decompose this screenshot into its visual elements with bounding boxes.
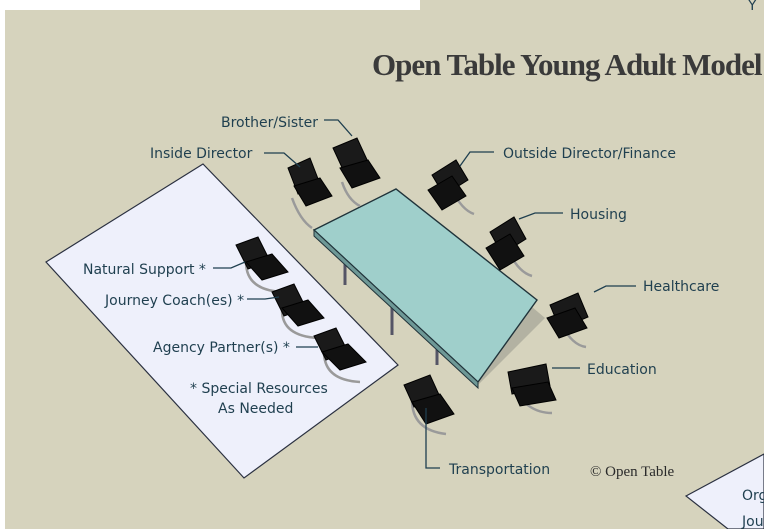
- chair-journey-coach: [271, 283, 325, 340]
- chair-brother-sister: [332, 137, 381, 208]
- secondary-panel-line2: Jou: [741, 514, 764, 529]
- chair-agency-partner: [313, 327, 367, 384]
- label-outside-director: Outside Director/Finance: [503, 146, 676, 162]
- label-inside-director: Inside Director: [150, 146, 253, 162]
- label-healthcare: Healthcare: [643, 279, 719, 295]
- label-journey-coach: Journey Coach(es) *: [104, 293, 244, 309]
- chair-healthcare: [546, 292, 589, 349]
- secondary-panel-line1: Org: [742, 488, 764, 504]
- support-panel: [45, 163, 399, 479]
- chair-housing: [485, 216, 533, 278]
- label-brother-sister: Brother/Sister: [221, 115, 318, 131]
- label-education: Education: [587, 362, 657, 378]
- label-agency-partner: Agency Partner(s) *: [153, 340, 290, 356]
- diagram-title: Open Table Young Adult Model: [372, 47, 763, 82]
- corner-top-right-text: Y: [747, 0, 757, 14]
- background-top-strip: [420, 0, 764, 10]
- label-special-resources-line1: * Special Resources: [190, 381, 328, 397]
- chair-transportation: [403, 374, 455, 436]
- label-special-resources-line2: As Needed: [218, 401, 293, 417]
- chair-education: [507, 363, 557, 415]
- chair-natural-support: [235, 236, 289, 294]
- secondary-panel: [684, 453, 764, 529]
- label-natural-support: Natural Support *: [83, 262, 206, 278]
- copyright-notice: © Open Table: [590, 464, 675, 480]
- chair-inside-director: [287, 157, 333, 230]
- leader-lines: [213, 119, 636, 469]
- table-edge: [313, 228, 479, 390]
- chair-outside-director: [427, 159, 475, 216]
- label-transportation: Transportation: [448, 462, 550, 478]
- label-housing: Housing: [570, 207, 627, 223]
